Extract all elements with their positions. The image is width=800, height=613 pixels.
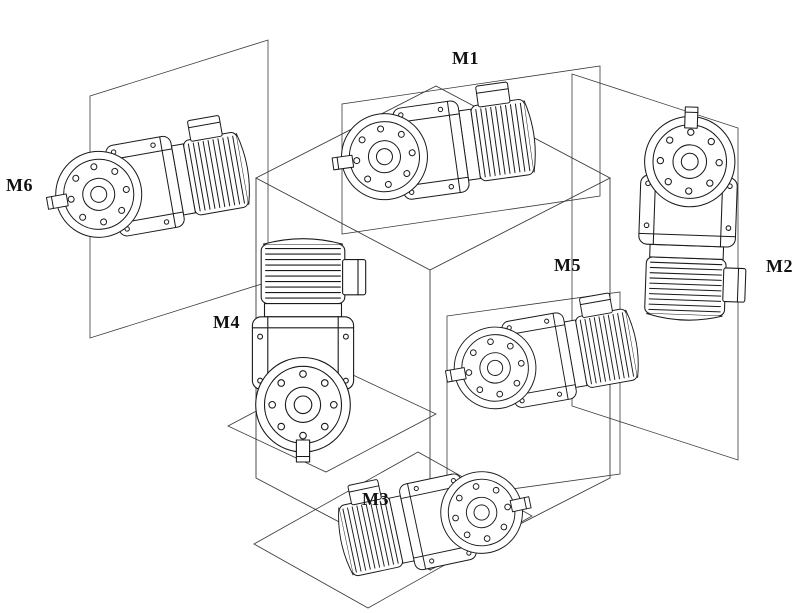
- label-m5: M5: [554, 255, 581, 275]
- gearmotor-m5: [436, 289, 645, 421]
- gearmotor-m2: [635, 104, 753, 323]
- gearmotor-m1: [324, 78, 541, 210]
- label-m3: M3: [362, 489, 389, 509]
- gearmotor-m6: [37, 111, 256, 250]
- label-m4: M4: [213, 312, 240, 332]
- gearmotor-m3: [329, 448, 540, 586]
- label-m2: M2: [766, 256, 793, 276]
- label-m6: M6: [6, 175, 33, 195]
- mounting-plane-m2: [571, 73, 739, 461]
- label-m1: M1: [452, 48, 479, 68]
- gearmotor-m4: [251, 238, 367, 463]
- mounting-plane-m5: [446, 291, 621, 499]
